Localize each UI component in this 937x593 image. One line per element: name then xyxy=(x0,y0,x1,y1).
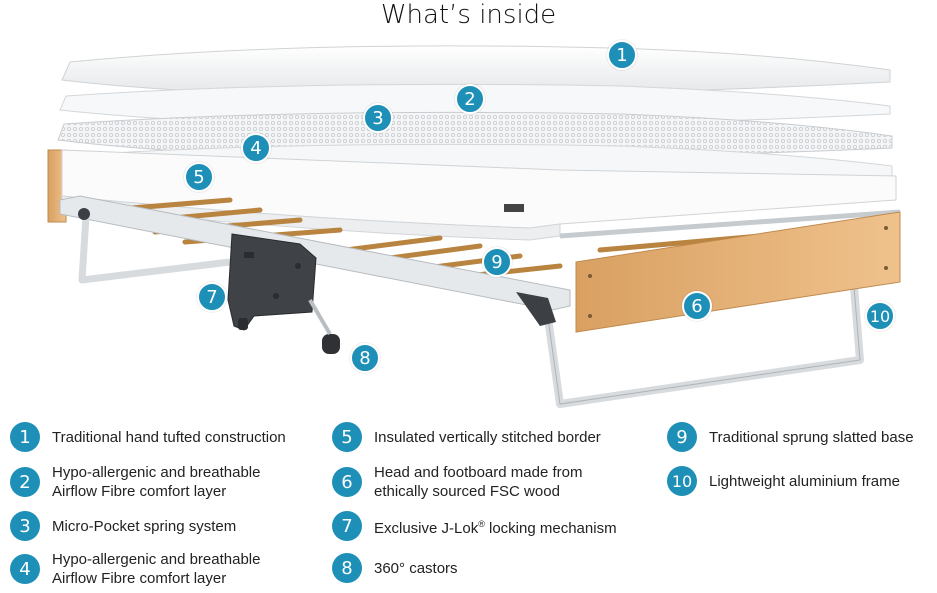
badge-1-tufted-top: 1 xyxy=(607,40,637,70)
legend-item-1: 1 Traditional hand tufted construction xyxy=(10,422,286,452)
legend-text: Traditional hand tufted construction xyxy=(52,428,286,446)
legend-text: Hypo-allergenic and breathable Airflow F… xyxy=(52,464,261,500)
legend-text: Hypo-allergenic and breathable Airflow F… xyxy=(52,551,261,587)
legend-number: 4 xyxy=(10,554,40,584)
j-lok-mechanism xyxy=(227,233,317,331)
legend-number: 1 xyxy=(10,422,40,452)
badge-2-fibre-layer: 2 xyxy=(455,84,485,114)
leg-left xyxy=(78,215,231,284)
legend-number: 2 xyxy=(10,467,40,497)
legend-number: 6 xyxy=(332,467,362,497)
legend-number: 8 xyxy=(332,553,362,583)
legend-item-6: 6 Head and footboard made from ethically… xyxy=(332,463,582,501)
badge-7-j-lok: 7 xyxy=(197,282,227,312)
legend-item-3: 3 Micro-Pocket spring system xyxy=(10,511,236,541)
legend-item-10: 10 Lightweight aluminium frame xyxy=(667,466,900,496)
castor xyxy=(322,334,340,354)
page-title: What’s inside xyxy=(380,0,557,30)
legend-item-9: 9 Traditional sprung slatted base xyxy=(667,422,914,452)
legend-text: Insulated vertically stitched border xyxy=(374,428,601,446)
bed-illustration xyxy=(47,45,901,408)
legend-number: 7 xyxy=(332,511,362,541)
legend-number: 3 xyxy=(10,511,40,541)
legend-text: Exclusive J-Lok® locking mechanism xyxy=(374,518,617,537)
legend-number: 10 xyxy=(667,466,697,496)
legend-text: Lightweight aluminium frame xyxy=(709,472,900,490)
legend-item-8: 8 360° castors xyxy=(332,553,458,583)
legend-text: Head and footboard made from ethically s… xyxy=(374,464,583,500)
legend-text: Traditional sprung slatted base xyxy=(709,428,914,446)
legend-number: 9 xyxy=(667,422,697,452)
badge-4-fibre-layer: 4 xyxy=(241,133,271,163)
legend-item-7: 7 Exclusive J-Lok® locking mechanism xyxy=(332,511,617,541)
badge-9-slats: 9 xyxy=(482,247,512,277)
badge-3-springs: 3 xyxy=(363,103,393,133)
badge-6-wood: 6 xyxy=(682,291,712,321)
legend-item-2: 2 Hypo-allergenic and breathable Airflow… xyxy=(10,463,260,501)
frame-rail xyxy=(59,195,571,311)
footboard xyxy=(575,211,901,333)
mattress-logo-tag xyxy=(504,204,524,212)
legend-number: 5 xyxy=(332,422,362,452)
legend-item-5: 5 Insulated vertically stitched border xyxy=(332,422,601,452)
legend-text: Micro-Pocket spring system xyxy=(52,517,237,535)
badge-5-border: 5 xyxy=(184,162,214,192)
legend-item-4: 4 Hypo-allergenic and breathable Airflow… xyxy=(10,550,260,588)
badge-8-castors: 8 xyxy=(350,343,380,373)
legend-text: 360° castors xyxy=(374,559,458,577)
badge-10-frame: 10 xyxy=(865,301,895,331)
